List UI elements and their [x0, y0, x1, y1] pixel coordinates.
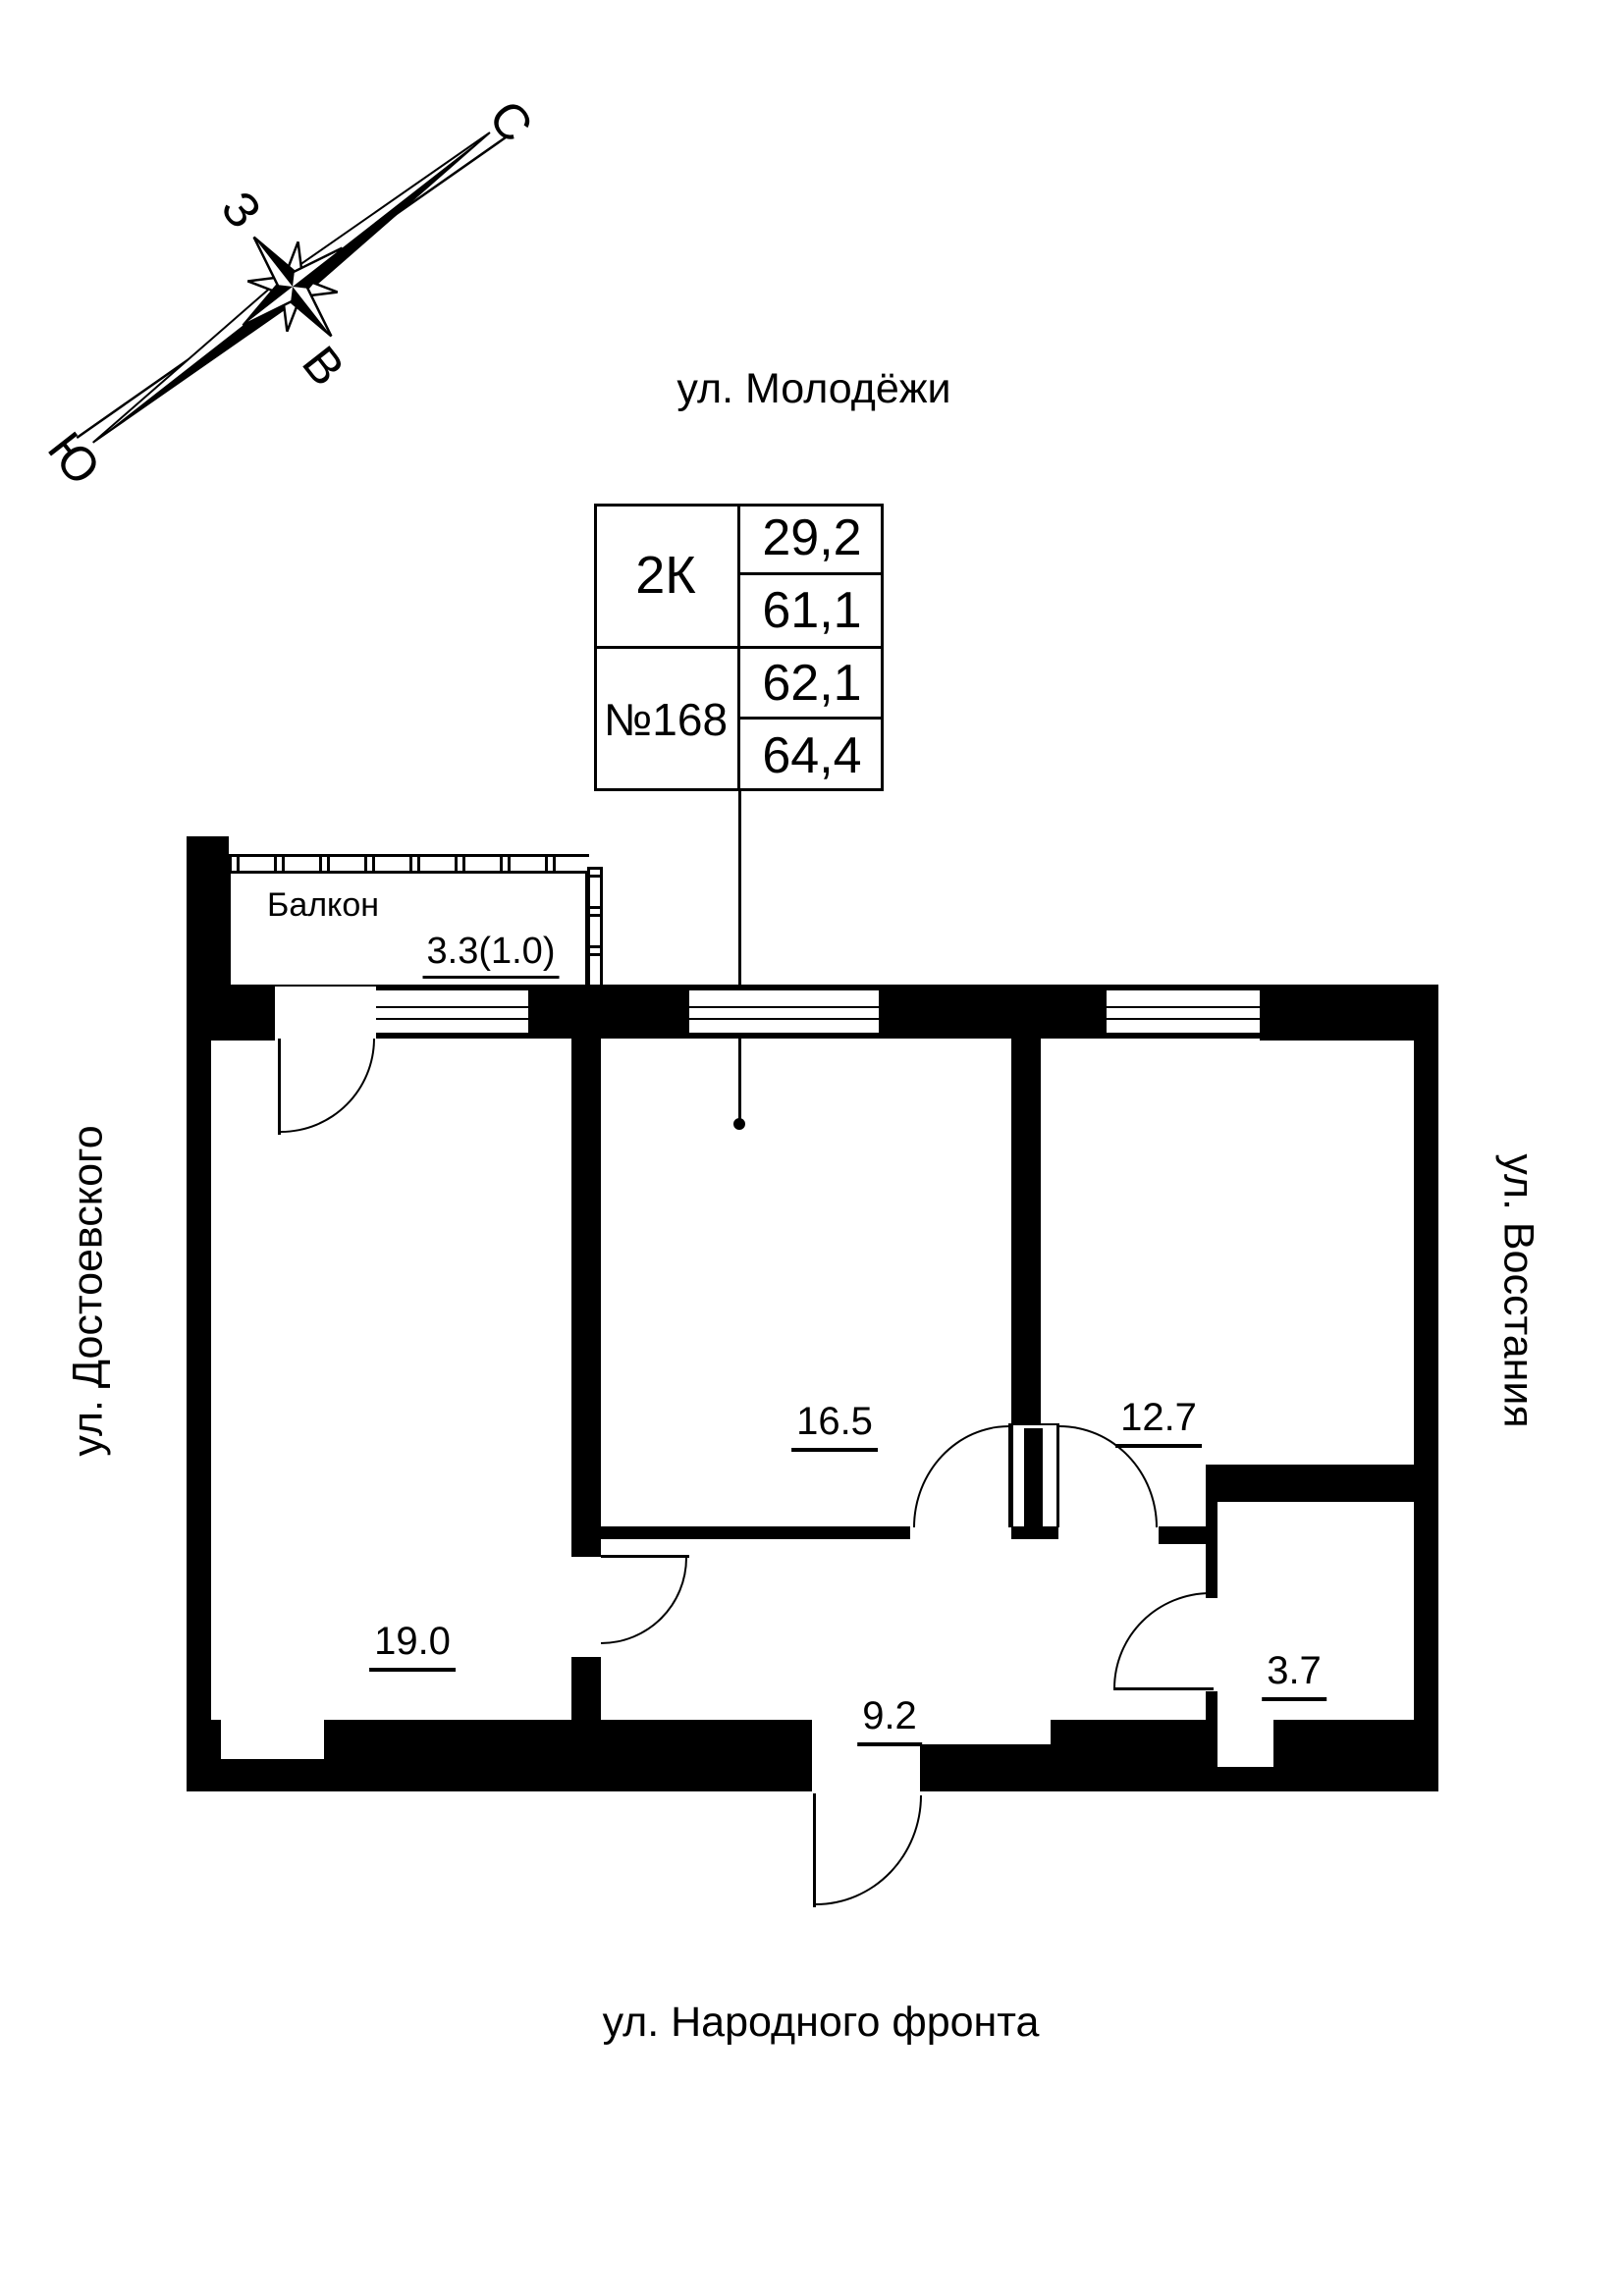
balcony-label: Балкон	[267, 886, 380, 924]
leader-dot	[733, 1118, 745, 1130]
duct-shaft-base	[1011, 1526, 1058, 1539]
wall-partition-rooms	[1011, 1039, 1041, 1423]
balcony-area-label: 3.3(1.0)	[422, 931, 560, 979]
wall-top-left-block	[187, 985, 275, 1041]
window-glazing-line	[689, 1006, 879, 1008]
unit-area-no-balcony: 61,1	[762, 582, 862, 639]
balcony-area-value: 3.3(1.0)	[422, 931, 560, 979]
room-living-label: 19.0	[369, 1620, 456, 1672]
wall-living-east	[571, 1039, 601, 1557]
unit-total-area: 62,1	[762, 654, 862, 712]
card-divider-horizontal	[594, 646, 884, 649]
compass-star-fill-w	[253, 237, 295, 287]
room-second-label: 12.7	[1115, 1396, 1202, 1448]
compass-rose: С Ю З В	[39, 90, 543, 495]
street-bottom: ул. Народного фронта	[602, 1999, 1040, 2046]
unit-info-card: 2К №168 29,2 61,1 62,1 64,4	[594, 504, 884, 791]
duct-shaft-core	[1024, 1428, 1043, 1534]
wall-balcony-left	[187, 836, 229, 988]
leader-line	[738, 791, 741, 1119]
compass-star-fill-e	[291, 287, 332, 337]
compass-label-east: В	[292, 336, 355, 396]
window-living-room	[376, 985, 530, 1039]
street-top: ул. Молодёжи	[676, 365, 951, 412]
hall-label: 9.2	[857, 1694, 922, 1746]
wall-bottom-under-bath	[1217, 1767, 1273, 1791]
wall-bath-west-lower	[1206, 1691, 1217, 1720]
wall-bottom-center	[1051, 1720, 1217, 1791]
card-subline-2	[737, 717, 884, 720]
balcony-railing-right	[587, 867, 603, 987]
hall-value: 9.2	[857, 1694, 922, 1746]
door-balcony-swing	[281, 1039, 375, 1133]
door-entrance-leaf	[813, 1793, 816, 1907]
door-entrance-swing	[816, 1795, 922, 1905]
door-bath-leaf	[1113, 1687, 1214, 1690]
window-bedroom	[689, 985, 879, 1039]
street-right: ул. Восстания	[1494, 1153, 1542, 1428]
card-subline-1	[737, 572, 884, 575]
room-bedroom-value: 16.5	[791, 1400, 878, 1452]
window-glazing-line	[376, 1018, 530, 1020]
unit-total-area-balcony: 64,4	[762, 726, 862, 784]
wall-bottom-east	[1273, 1720, 1438, 1791]
compass-label-north: С	[478, 90, 543, 152]
unit-living-area: 29,2	[762, 509, 862, 566]
door-living-swing	[601, 1558, 687, 1644]
bathroom-value: 3.7	[1262, 1649, 1326, 1701]
wall-bottom-entry-east	[920, 1744, 1051, 1791]
room-bedroom-label: 16.5	[791, 1400, 878, 1452]
window-glazing-line	[1107, 1018, 1260, 1020]
unit-number: №168	[603, 694, 729, 745]
window-second-room	[1107, 985, 1260, 1039]
compass-star-fill-s	[243, 285, 293, 326]
wall-hall-bedroom	[571, 1526, 910, 1539]
wall-living-east-lower	[571, 1657, 601, 1720]
wall-second-room-south	[1159, 1526, 1206, 1544]
wall-left-exterior	[187, 1041, 211, 1791]
door-second-room-leaf	[1056, 1423, 1059, 1527]
compass-label-south: Ю	[39, 422, 111, 495]
door-bedroom-swing	[913, 1425, 1009, 1527]
door-bath-swing	[1113, 1592, 1211, 1688]
balcony-floor	[229, 872, 587, 987]
street-left: ул. Достоевского	[64, 1125, 112, 1457]
door-bedroom-leaf	[1008, 1423, 1011, 1527]
compass-star-fill-n	[293, 247, 343, 289]
door-balcony-leaf	[278, 1039, 281, 1135]
room-living-value: 19.0	[369, 1620, 456, 1672]
compass-label-west: З	[210, 181, 272, 238]
wall-right-exterior	[1414, 1039, 1438, 1791]
room-second-value: 12.7	[1115, 1396, 1202, 1448]
balcony-railing-top	[229, 854, 589, 874]
window-glazing-line	[376, 1006, 530, 1008]
bathroom-label: 3.7	[1262, 1649, 1326, 1701]
wall-top-segment-a	[528, 985, 689, 1039]
window-glazing-line	[689, 1018, 879, 1020]
unit-rooms-type: 2К	[635, 545, 696, 605]
wall-top-segment-b	[879, 985, 1107, 1039]
wall-bath-west-upper	[1206, 1465, 1217, 1598]
door-living-leaf	[601, 1555, 689, 1558]
wall-top-segment-c	[1260, 985, 1438, 1041]
window-glazing-line	[1107, 1006, 1260, 1008]
wall-bath-north	[1217, 1465, 1414, 1502]
wall-bottom-west-notch	[221, 1720, 324, 1759]
